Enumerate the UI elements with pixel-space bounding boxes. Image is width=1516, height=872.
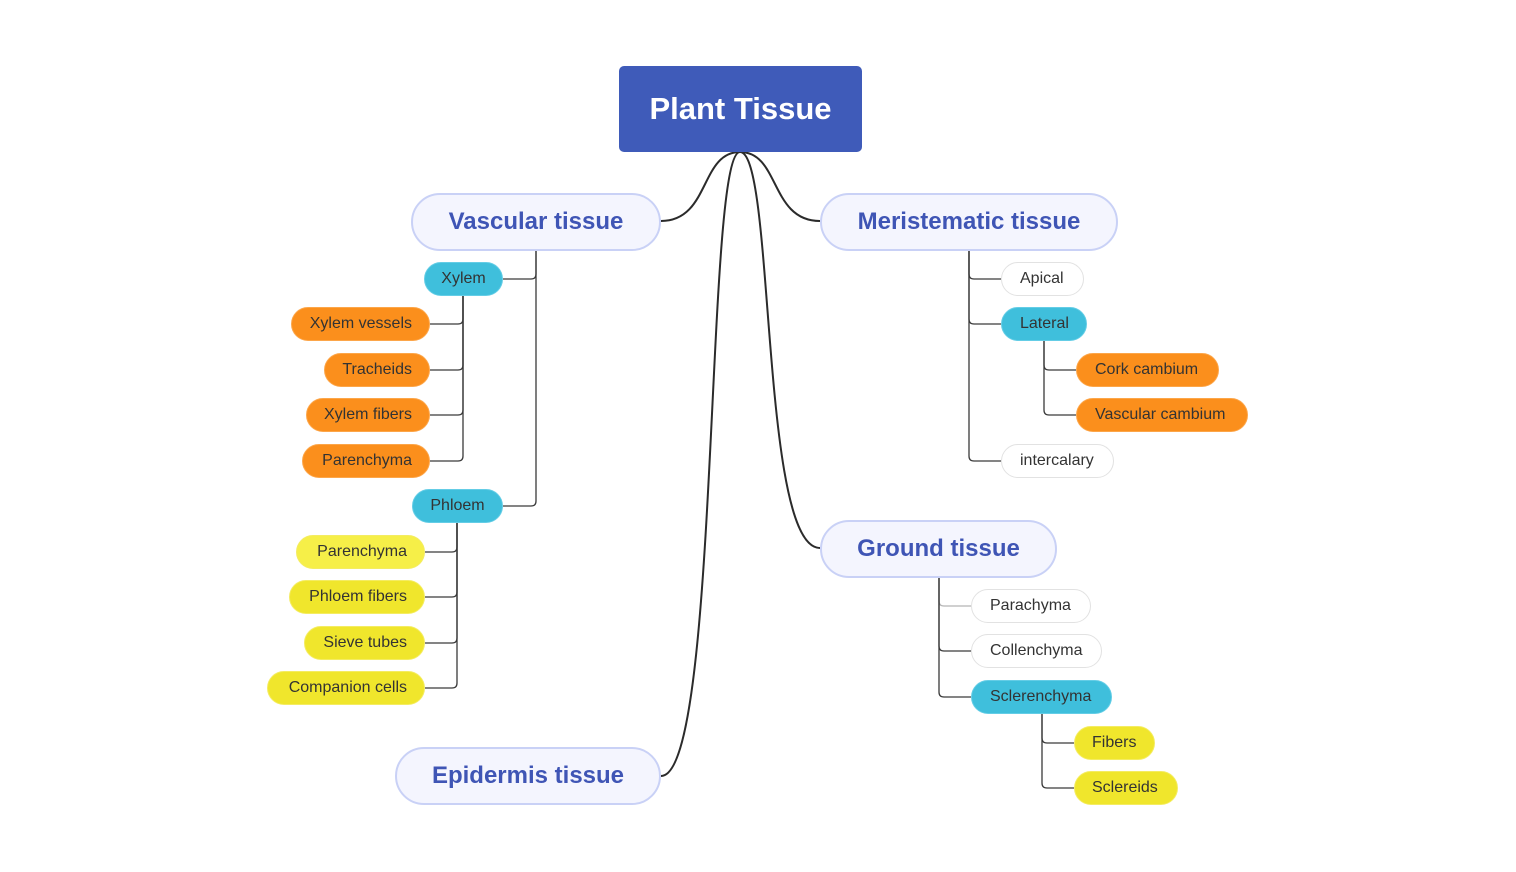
node-xylem[interactable]: Xylem (424, 262, 503, 296)
node-lateral[interactable]: Lateral (1001, 307, 1087, 341)
node-xylem-fibers[interactable]: Xylem fibers (306, 398, 430, 432)
node-intercalary[interactable]: intercalary (1001, 444, 1114, 478)
node-xylem-vessels[interactable]: Xylem vessels (291, 307, 430, 341)
node-cork-cambium[interactable]: Cork cambium (1076, 353, 1219, 387)
node-parachyma[interactable]: Parachyma (971, 589, 1091, 623)
node-apical[interactable]: Apical (1001, 262, 1084, 296)
branch-ground-tissue[interactable]: Ground tissue (820, 520, 1057, 578)
node-sieve-tubes[interactable]: Sieve tubes (304, 626, 425, 660)
root-node-plant-tissue[interactable]: Plant Tissue (619, 66, 862, 152)
node-vascular-cambium[interactable]: Vascular cambium (1076, 398, 1248, 432)
branch-vascular-tissue[interactable]: Vascular tissue (411, 193, 661, 251)
link-root-ground (739, 151, 821, 549)
link-root-vascular (660, 151, 741, 222)
link-vascular-xylem (503, 251, 537, 280)
node-xylem-parenchyma[interactable]: Parenchyma (302, 444, 430, 478)
node-phloem[interactable]: Phloem (412, 489, 503, 523)
link-root-epidermis (660, 151, 741, 777)
branch-epidermis-tissue[interactable]: Epidermis tissue (395, 747, 661, 805)
node-fibers[interactable]: Fibers (1074, 726, 1155, 760)
link-vascular-phloem (503, 251, 537, 507)
node-phloem-fibers[interactable]: Phloem fibers (289, 580, 425, 614)
node-phloem-parenchyma[interactable]: Parenchyma (296, 535, 425, 569)
branch-meristematic-tissue[interactable]: Meristematic tissue (820, 193, 1118, 251)
link-root-meristematic (739, 151, 821, 222)
node-tracheids[interactable]: Tracheids (324, 353, 430, 387)
node-sclereids[interactable]: Sclereids (1074, 771, 1178, 805)
node-sclerenchyma[interactable]: Sclerenchyma (971, 680, 1112, 714)
node-companion-cells[interactable]: Companion cells (267, 671, 425, 705)
node-collenchyma[interactable]: Collenchyma (971, 634, 1102, 668)
